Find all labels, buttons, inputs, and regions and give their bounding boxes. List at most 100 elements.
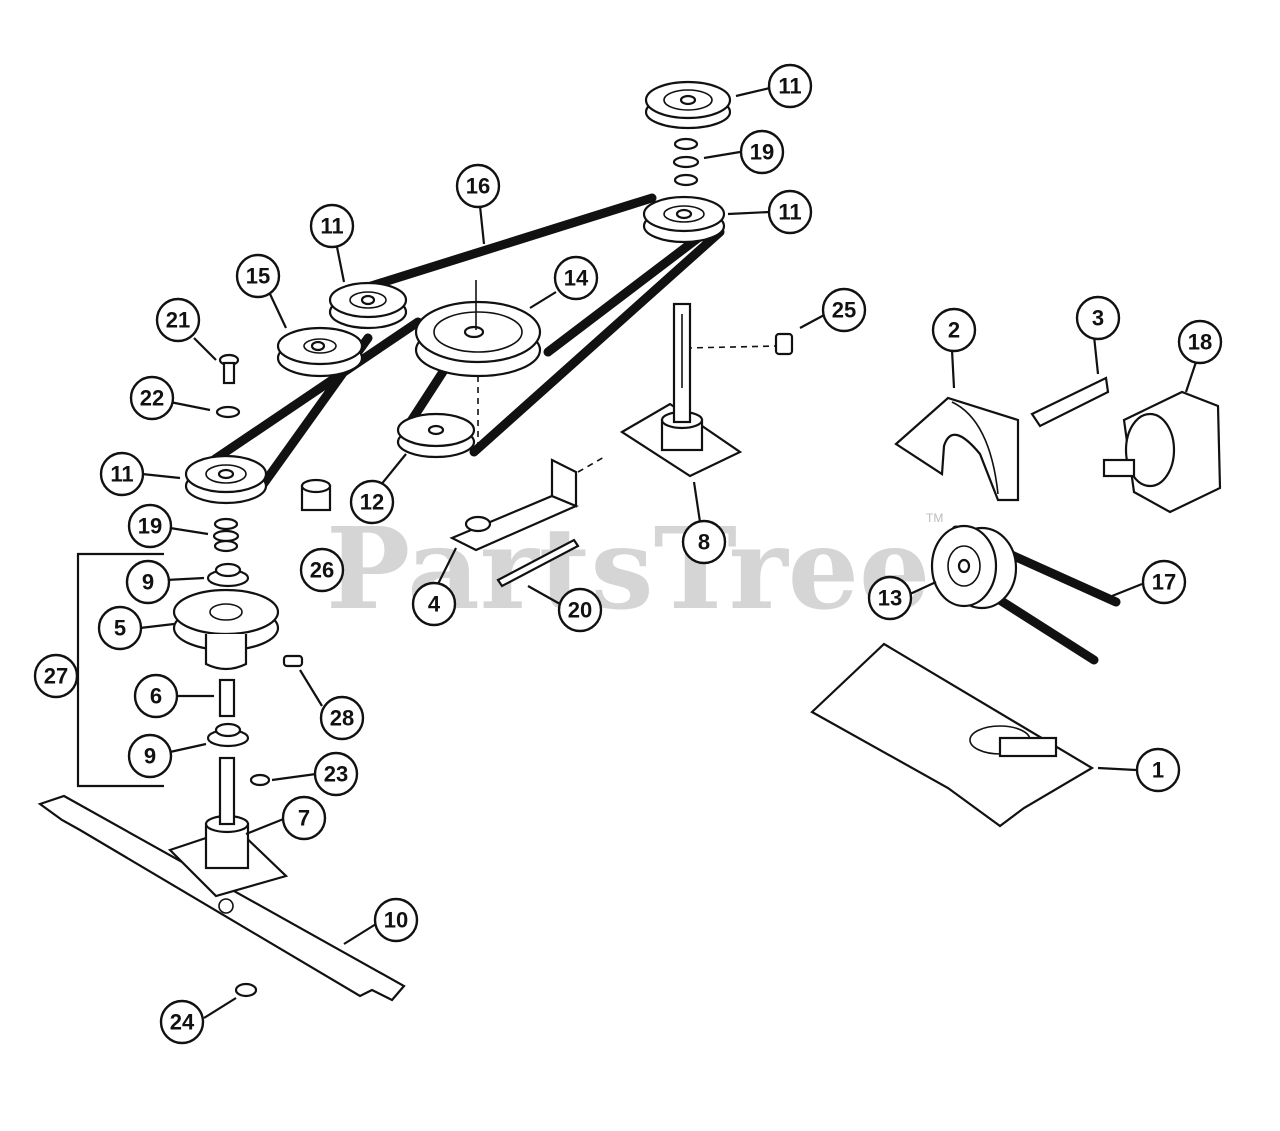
callout-26[interactable]: 26 — [299, 547, 345, 593]
callout-label: 19 — [750, 140, 774, 165]
callout-25[interactable]: 25 — [821, 287, 867, 333]
callout-20[interactable]: 20 — [557, 587, 603, 633]
callout-4[interactable]: 4 — [411, 581, 457, 627]
callout-23[interactable]: 23 — [313, 751, 359, 797]
callout-11-left[interactable]: 11 — [99, 451, 145, 497]
bolt-21 — [218, 353, 240, 385]
callout-28[interactable]: 28 — [319, 695, 365, 741]
callout-label: 13 — [878, 586, 902, 611]
callout-9-bottom[interactable]: 9 — [127, 733, 173, 779]
callout-label: 21 — [166, 308, 190, 333]
callout-label: 11 — [778, 74, 801, 99]
deck-plate-1 — [810, 642, 1095, 828]
callout-label: 16 — [466, 174, 490, 199]
callout-14[interactable]: 14 — [553, 255, 599, 301]
spacer-26 — [300, 478, 332, 512]
gearbox-18 — [1102, 390, 1222, 514]
callout-21[interactable]: 21 — [155, 297, 201, 343]
callout-22[interactable]: 22 — [129, 375, 175, 421]
washers-19-top — [672, 137, 700, 187]
spacer-6 — [218, 678, 236, 718]
callout-label: 12 — [360, 490, 384, 515]
bolt-24 — [234, 982, 258, 998]
pulley-14 — [414, 280, 542, 452]
callout-label: 10 — [384, 908, 408, 933]
callout-27[interactable]: 27 — [33, 653, 79, 699]
nut-23 — [249, 773, 271, 787]
callout-label: 5 — [114, 616, 126, 641]
callout-label: 2 — [948, 318, 960, 343]
pulley-11-top — [644, 80, 732, 130]
callout-label: 23 — [324, 762, 348, 787]
blade-10 — [37, 794, 406, 1002]
callout-11-top[interactable]: 11 — [767, 63, 813, 109]
nut-25 — [774, 332, 794, 356]
leader-lines — [139, 86, 1198, 1019]
callout-label: 7 — [298, 806, 310, 831]
pulley-11-mid-left — [328, 281, 408, 330]
bolt-20 — [496, 538, 580, 588]
callout-12[interactable]: 12 — [349, 479, 395, 525]
callout-11-mid-right[interactable]: 11 — [767, 189, 813, 235]
bracket-3 — [1030, 376, 1110, 428]
callout-label: 22 — [140, 386, 164, 411]
callout-8[interactable]: 8 — [681, 519, 727, 565]
watermark-trademark: TM — [926, 511, 943, 525]
callout-18[interactable]: 18 — [1177, 319, 1223, 365]
callout-10[interactable]: 10 — [373, 897, 419, 943]
callout-label: 19 — [138, 514, 162, 539]
belt-shield-2 — [894, 396, 1020, 502]
callout-label: 6 — [150, 684, 162, 709]
pulley-15 — [276, 326, 364, 378]
callout-label: 3 — [1092, 306, 1104, 331]
callout-13[interactable]: 13 — [867, 575, 913, 621]
bracket-27 — [76, 552, 164, 788]
callout-19-top[interactable]: 19 — [739, 129, 785, 175]
callout-label: 11 — [320, 214, 343, 239]
callout-label: 9 — [142, 570, 154, 595]
belt-16 — [347, 193, 725, 457]
callout-16[interactable]: 16 — [455, 163, 501, 209]
callout-label: 15 — [246, 264, 270, 289]
spindle-7 — [167, 756, 289, 898]
callout-label: 11 — [778, 200, 801, 225]
callout-3[interactable]: 3 — [1075, 295, 1121, 341]
spindle-housing-5 — [172, 588, 280, 671]
callout-label: 26 — [310, 558, 334, 583]
callout-17[interactable]: 17 — [1141, 559, 1187, 605]
callout-label: 28 — [330, 706, 354, 731]
callout-19-left[interactable]: 19 — [127, 503, 173, 549]
callout-1[interactable]: 1 — [1135, 747, 1181, 793]
callout-label: 9 — [144, 744, 156, 769]
callout-label: 18 — [1188, 330, 1212, 355]
idler-arm-4 — [449, 455, 607, 552]
callout-9-top[interactable]: 9 — [125, 559, 171, 605]
callout-7[interactable]: 7 — [281, 795, 327, 841]
callout-11-mid-left[interactable]: 11 — [309, 203, 355, 249]
leader-dash-25 — [685, 345, 777, 349]
pulley-13 — [930, 524, 1018, 610]
pulley-11-left — [184, 454, 268, 505]
bearing-9-bottom — [206, 722, 250, 748]
callout-label: 17 — [1152, 570, 1176, 595]
callout-15[interactable]: 15 — [235, 253, 281, 299]
washer-22 — [215, 405, 241, 419]
callout-6[interactable]: 6 — [133, 673, 179, 719]
washers-19-left — [212, 517, 240, 553]
bearing-9-top — [206, 562, 250, 588]
callout-label: 4 — [428, 592, 441, 617]
fitting-28 — [282, 654, 304, 668]
callout-24[interactable]: 24 — [159, 999, 205, 1045]
callout-label: 11 — [110, 462, 133, 487]
idler-bracket-8 — [619, 302, 743, 478]
pulley-11-mid-right — [642, 195, 726, 244]
callout-label: 20 — [568, 598, 592, 623]
callout-label: 27 — [44, 664, 68, 689]
callout-label: 25 — [832, 298, 856, 323]
callout-2[interactable]: 2 — [931, 307, 977, 353]
callout-5[interactable]: 5 — [97, 605, 143, 651]
callout-label: 1 — [1152, 758, 1164, 783]
callout-label: 24 — [170, 1010, 195, 1035]
callout-label: 8 — [698, 530, 710, 555]
